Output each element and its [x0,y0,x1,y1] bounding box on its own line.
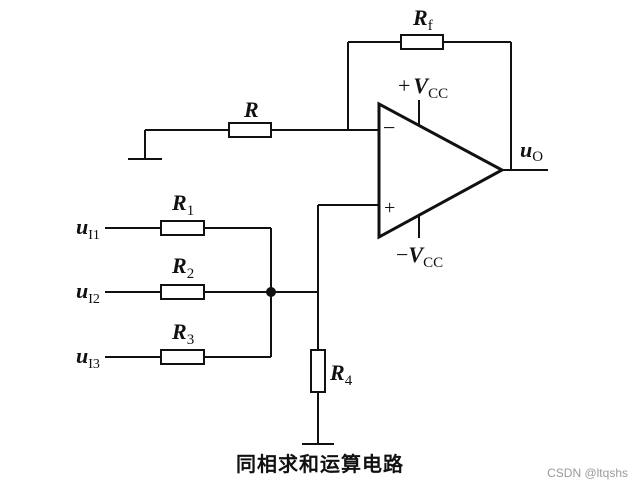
op-amp-triangle [377,101,506,240]
label-r2: R2 [171,253,194,282]
label-r4: R4 [329,360,353,389]
label-r3: R3 [171,319,194,348]
watermark: CSDN @ltqshs [547,466,628,480]
label-vcc-negative: −VCC [396,242,443,271]
resistor-r2 [160,284,205,300]
resistor-r [228,122,272,138]
resistor-r3 [160,349,205,365]
label-input-ui3: uI3 [76,343,100,372]
inverting-input-sign: − [383,115,395,140]
noninverting-input-sign: + [384,197,395,219]
resistor-r1 [160,220,205,236]
label-input-ui2: uI2 [76,278,100,307]
diagram-caption: 同相求和运算电路 [236,452,404,476]
label-r: R [243,97,259,122]
label-output-uo: uO [520,137,543,165]
label-rf: Rf [412,5,433,34]
resistor-rf [400,34,444,50]
junction-dot [266,287,276,297]
label-vcc-positive: +VCC [398,73,448,102]
resistor-r4 [310,349,326,393]
label-input-ui1: uI1 [76,214,100,243]
label-r1: R1 [171,190,194,219]
